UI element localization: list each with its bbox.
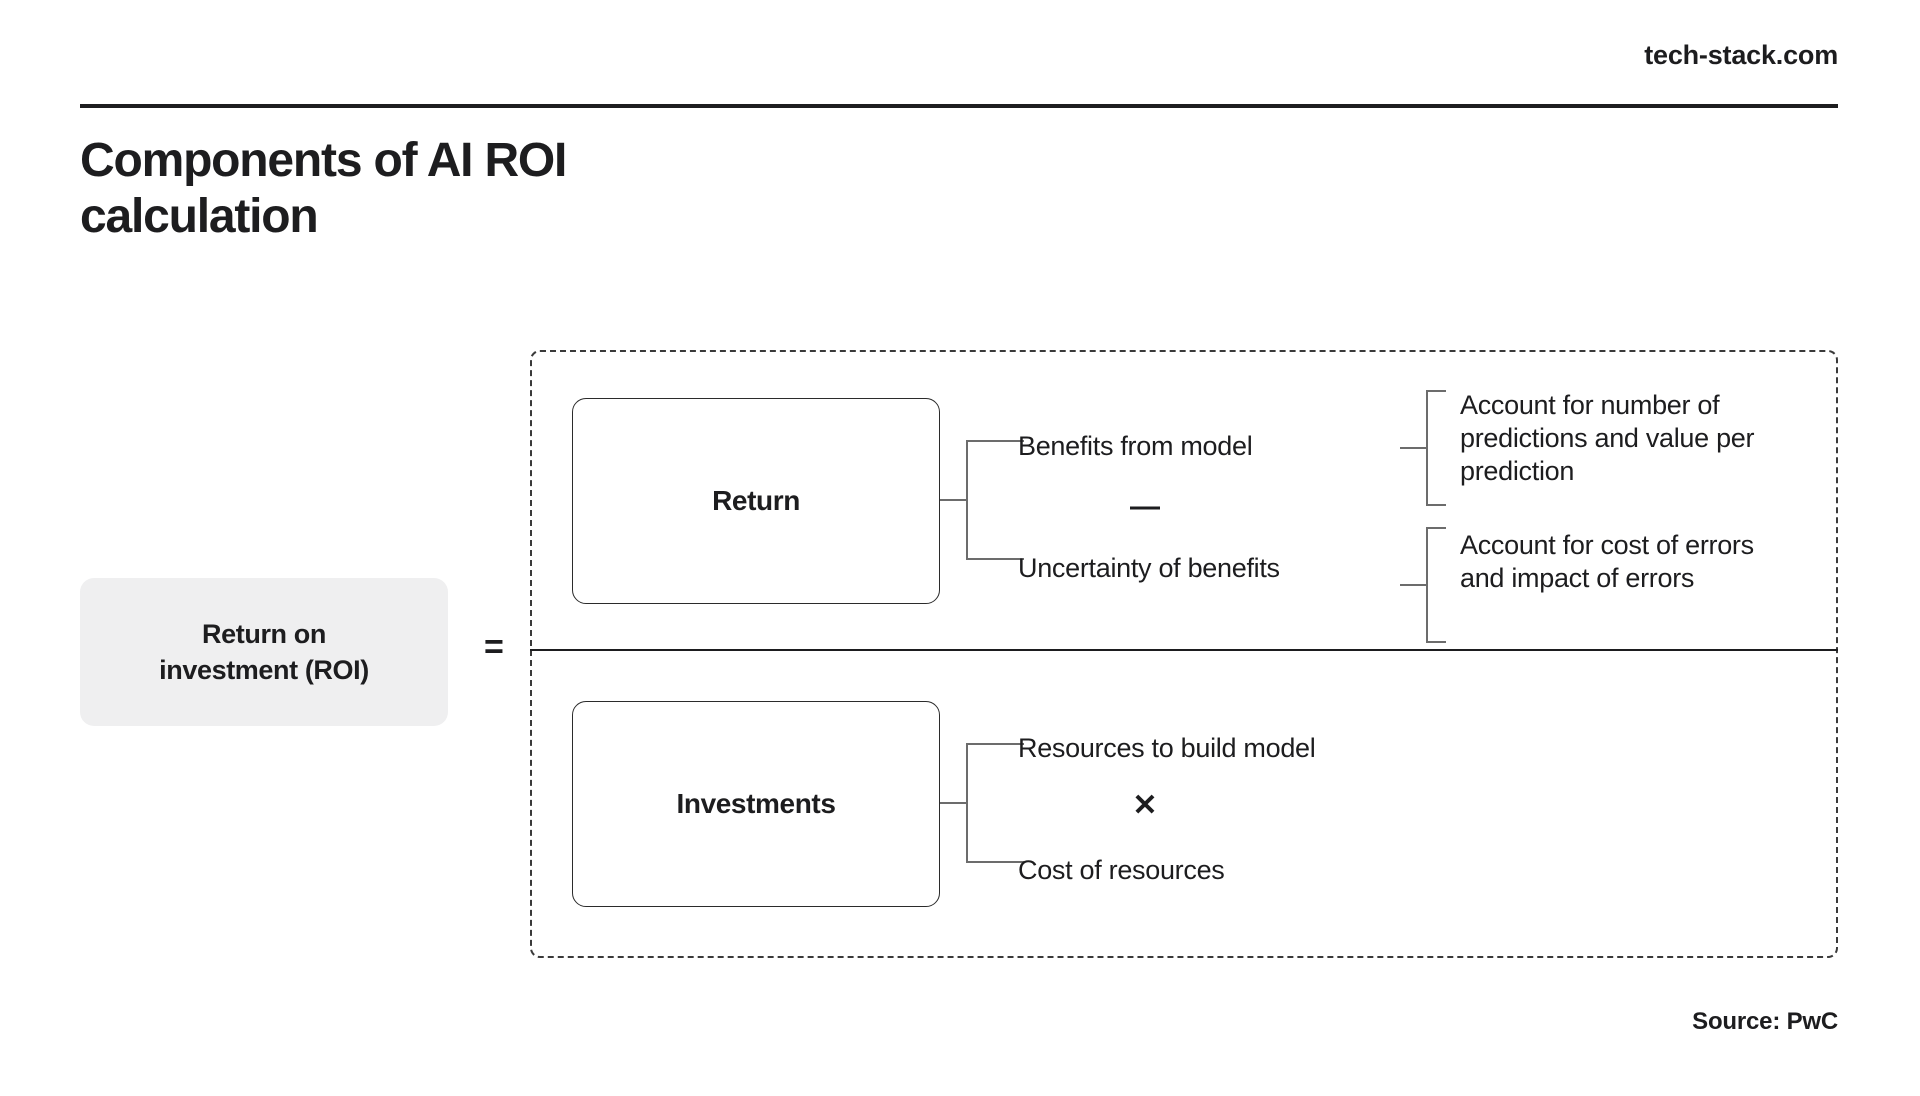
operand-benefits-from-model: Benefits from model [1018, 431, 1253, 461]
roi-result-box: Return on investment (ROI) [80, 578, 448, 726]
operand-resources-to-build-model: Resources to build model [1018, 733, 1316, 763]
detail-note-errors: Account for cost of errors and impact of… [1460, 530, 1754, 593]
return-box-label: Return [712, 485, 800, 516]
detail-note-predictions: Account for number of predictions and va… [1460, 390, 1755, 486]
investments-box: Investments [572, 701, 940, 907]
header-divider-rule [80, 104, 1838, 108]
roi-result-label: Return on investment (ROI) [159, 618, 369, 685]
fraction-container [530, 350, 1838, 958]
operand-cost-of-resources: Cost of resources [1018, 855, 1225, 885]
operator-minus: — [1130, 490, 1160, 523]
return-box: Return [572, 398, 940, 604]
return-branch-bracket-icon [940, 440, 1024, 560]
operand-uncertainty-of-benefits: Uncertainty of benefits [1018, 553, 1280, 583]
detail-bracket-predictions-icon [1400, 390, 1446, 506]
detail-bracket-errors-icon [1400, 527, 1446, 643]
source-attribution: Source: PwC [1692, 1008, 1838, 1035]
brand-label: tech-stack.com [1644, 40, 1838, 70]
investments-branch-bracket-icon [940, 743, 1024, 863]
operator-multiply: ✕ [1132, 789, 1158, 822]
equals-sign: = [484, 628, 504, 666]
page-title: Components of AI ROI calculation [80, 134, 567, 243]
investments-box-label: Investments [676, 788, 836, 819]
fraction-divider-bar [530, 649, 1838, 651]
